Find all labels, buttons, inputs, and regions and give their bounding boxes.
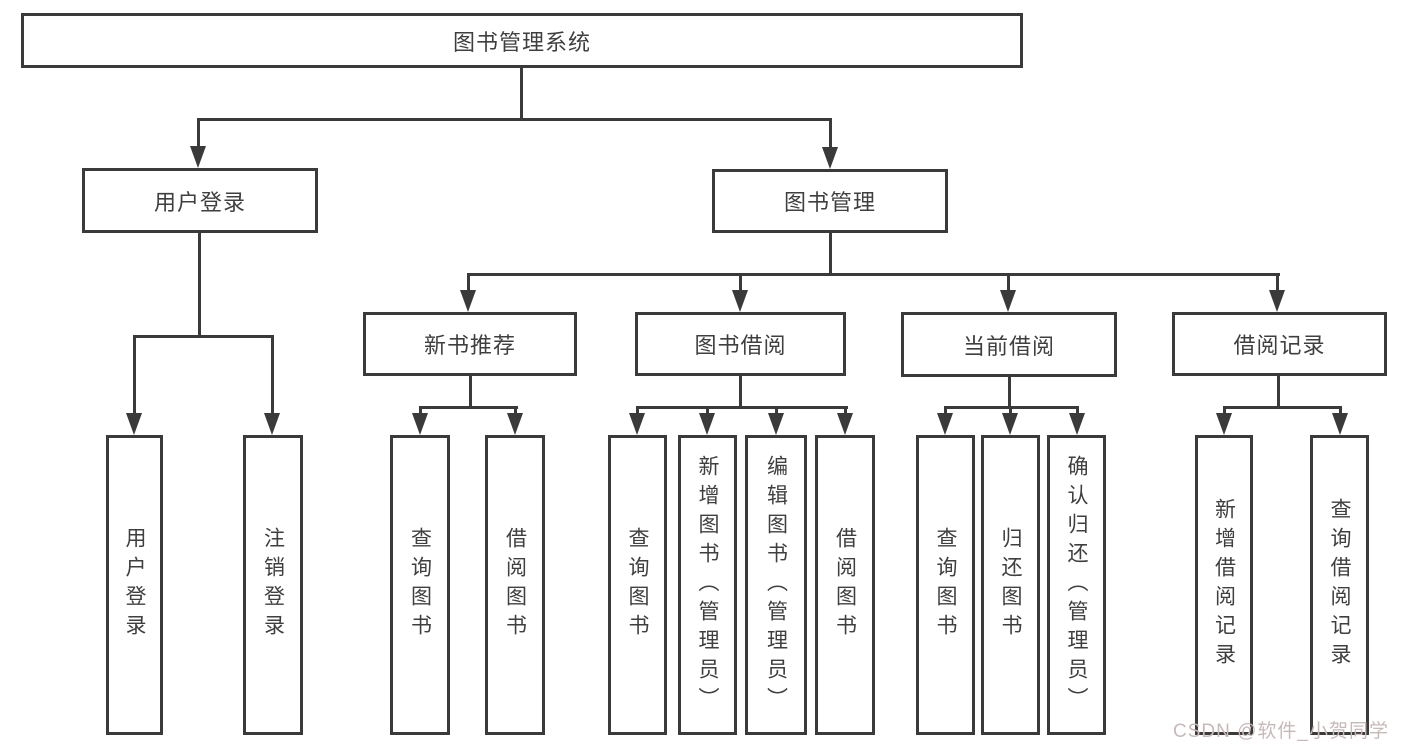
node-label: 当前借阅 bbox=[962, 333, 1055, 359]
arrow-down-icon bbox=[1002, 413, 1018, 435]
connector-line bbox=[197, 118, 832, 121]
arrow-down-icon bbox=[460, 290, 476, 312]
arrow-down-icon bbox=[412, 413, 428, 435]
node-label: 查询图书 bbox=[626, 527, 649, 643]
connector-line bbox=[1076, 406, 1079, 416]
node-label: 图书管理 bbox=[783, 190, 876, 215]
connector-line bbox=[844, 406, 847, 416]
node-label: 图书借阅 bbox=[694, 333, 787, 358]
arrow-down-icon bbox=[699, 413, 715, 435]
node-label: 归还图书 bbox=[999, 527, 1022, 643]
arrow-down-icon bbox=[1269, 290, 1285, 312]
arrow-down-icon bbox=[126, 413, 142, 435]
node-leaf-borrow-books-recommend: 借阅图书 bbox=[485, 435, 545, 735]
node-label: 查询图书 bbox=[934, 527, 957, 643]
node-leaf-add-books-admin: 新增图书（管理员） bbox=[678, 435, 737, 735]
connector-line bbox=[419, 406, 422, 416]
node-leaf-logout: 注销登录 bbox=[243, 435, 303, 735]
node-new-book-recommend: 新书推荐 bbox=[363, 312, 577, 376]
arrow-down-icon bbox=[822, 147, 838, 169]
connector-line bbox=[944, 406, 947, 416]
node-label: 查询借阅记录 bbox=[1328, 498, 1351, 672]
node-label: 查询图书 bbox=[408, 527, 432, 643]
node-leaf-edit-books-admin: 编辑图书（管理员） bbox=[745, 435, 807, 735]
connector-line bbox=[636, 406, 639, 416]
node-leaf-search-books-current: 查询图书 bbox=[916, 435, 975, 735]
connector-line bbox=[829, 118, 832, 149]
connector-line bbox=[467, 273, 470, 292]
arrow-down-icon bbox=[1069, 413, 1085, 435]
connector-line bbox=[636, 406, 848, 409]
node-user-login: 用户登录 bbox=[82, 168, 318, 233]
connector-line bbox=[133, 335, 136, 415]
connector-line bbox=[706, 406, 709, 416]
node-label: 借阅图书 bbox=[833, 527, 857, 643]
node-leaf-return-books: 归还图书 bbox=[981, 435, 1040, 735]
arrow-down-icon bbox=[937, 413, 953, 435]
connector-line bbox=[520, 68, 523, 120]
node-leaf-search-borrow-record: 查询借阅记录 bbox=[1310, 435, 1369, 735]
node-library-system: 图书管理系统 bbox=[21, 13, 1023, 68]
node-label: 确认归还（管理员） bbox=[1065, 454, 1088, 716]
arrow-down-icon bbox=[1216, 413, 1232, 435]
node-book-borrowing: 图书借阅 bbox=[635, 312, 846, 376]
connector-line bbox=[739, 376, 742, 407]
arrow-down-icon bbox=[264, 413, 280, 435]
node-leaf-confirm-return-admin: 确认归还（管理员） bbox=[1047, 435, 1106, 735]
connector-line bbox=[1277, 376, 1280, 407]
node-label: 借阅图书 bbox=[503, 527, 527, 643]
connector-line bbox=[198, 233, 201, 337]
arrow-down-icon bbox=[837, 413, 853, 435]
node-book-management: 图书管理 bbox=[712, 169, 948, 233]
connector-line bbox=[1007, 273, 1010, 292]
connector-line bbox=[1223, 406, 1226, 416]
arrow-down-icon bbox=[507, 413, 523, 435]
node-label: 用户登录 bbox=[153, 189, 246, 215]
node-label: 用户登录 bbox=[123, 527, 146, 643]
connector-line bbox=[829, 233, 832, 275]
connector-line bbox=[1276, 273, 1279, 292]
node-label: 编辑图书（管理员） bbox=[764, 454, 788, 716]
connector-line bbox=[1339, 406, 1342, 416]
connector-line bbox=[133, 335, 274, 338]
arrow-down-icon bbox=[1000, 290, 1016, 312]
node-label: 图书管理系统 bbox=[452, 29, 591, 55]
node-borrowing-records: 借阅记录 bbox=[1172, 312, 1387, 376]
connector-line bbox=[739, 273, 742, 292]
connector-line bbox=[197, 118, 200, 148]
connector-line bbox=[271, 335, 274, 415]
csdn-watermark: CSDN @软件_小贺同学 bbox=[1173, 721, 1389, 742]
connector-line bbox=[419, 406, 518, 409]
arrow-down-icon bbox=[732, 290, 748, 312]
arrow-down-icon bbox=[190, 146, 206, 168]
connector-line bbox=[775, 406, 778, 416]
connector-line bbox=[1009, 406, 1012, 416]
arrow-down-icon bbox=[768, 413, 784, 435]
node-leaf-user-login: 用户登录 bbox=[106, 435, 163, 735]
node-label: 新增图书（管理员） bbox=[696, 454, 719, 716]
node-label: 新书推荐 bbox=[423, 333, 516, 358]
node-leaf-search-books-borrowing: 查询图书 bbox=[608, 435, 667, 735]
connector-line bbox=[1008, 377, 1011, 407]
connector-line bbox=[514, 406, 517, 416]
arrow-down-icon bbox=[1332, 413, 1348, 435]
node-label: 借阅记录 bbox=[1233, 333, 1326, 358]
node-leaf-borrow-books: 借阅图书 bbox=[815, 435, 875, 735]
node-label: 注销登录 bbox=[261, 527, 285, 643]
node-current-borrowing: 当前借阅 bbox=[901, 312, 1117, 377]
node-leaf-search-books-recommend: 查询图书 bbox=[390, 435, 450, 735]
connector-line bbox=[467, 273, 1280, 276]
arrow-down-icon bbox=[629, 413, 645, 435]
connector-line bbox=[1223, 406, 1342, 409]
node-label: 新增借阅记录 bbox=[1212, 498, 1236, 672]
node-leaf-add-borrow-record: 新增借阅记录 bbox=[1195, 435, 1253, 735]
connector-line bbox=[469, 376, 472, 407]
